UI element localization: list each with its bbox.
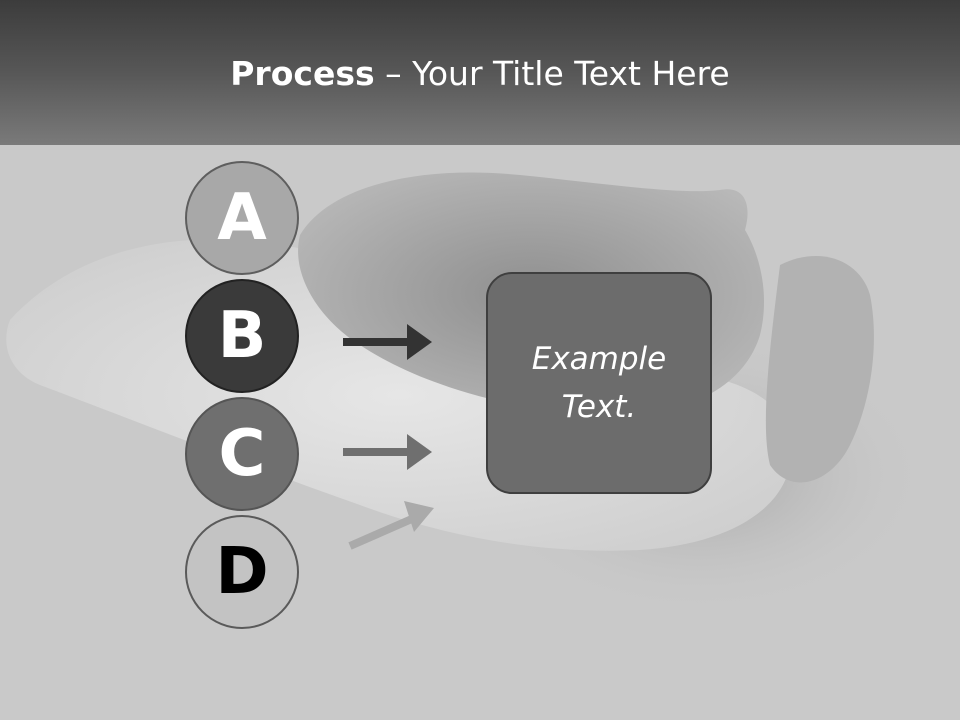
step-d-label: D: [215, 535, 269, 609]
step-b-circle: B: [185, 279, 299, 393]
arrow-d: [348, 501, 434, 550]
step-b-label: B: [217, 299, 267, 373]
fingers-shape: [765, 256, 874, 483]
example-text: Example Text.: [531, 341, 667, 425]
example-text-box: Example Text.: [486, 272, 712, 494]
step-c-circle: C: [185, 397, 299, 511]
title-bold: Process: [230, 54, 375, 93]
arrow-b: [343, 324, 432, 360]
step-a-label: A: [217, 181, 267, 255]
step-c-label: C: [218, 417, 266, 491]
arrow-c: [343, 434, 432, 470]
title-rest: – Your Title Text Here: [374, 54, 730, 93]
title-bar: Process – Your Title Text Here: [0, 0, 960, 145]
step-a-circle: A: [185, 161, 299, 275]
slide-title: Process – Your Title Text Here: [0, 52, 960, 96]
step-d-circle: D: [185, 515, 299, 629]
